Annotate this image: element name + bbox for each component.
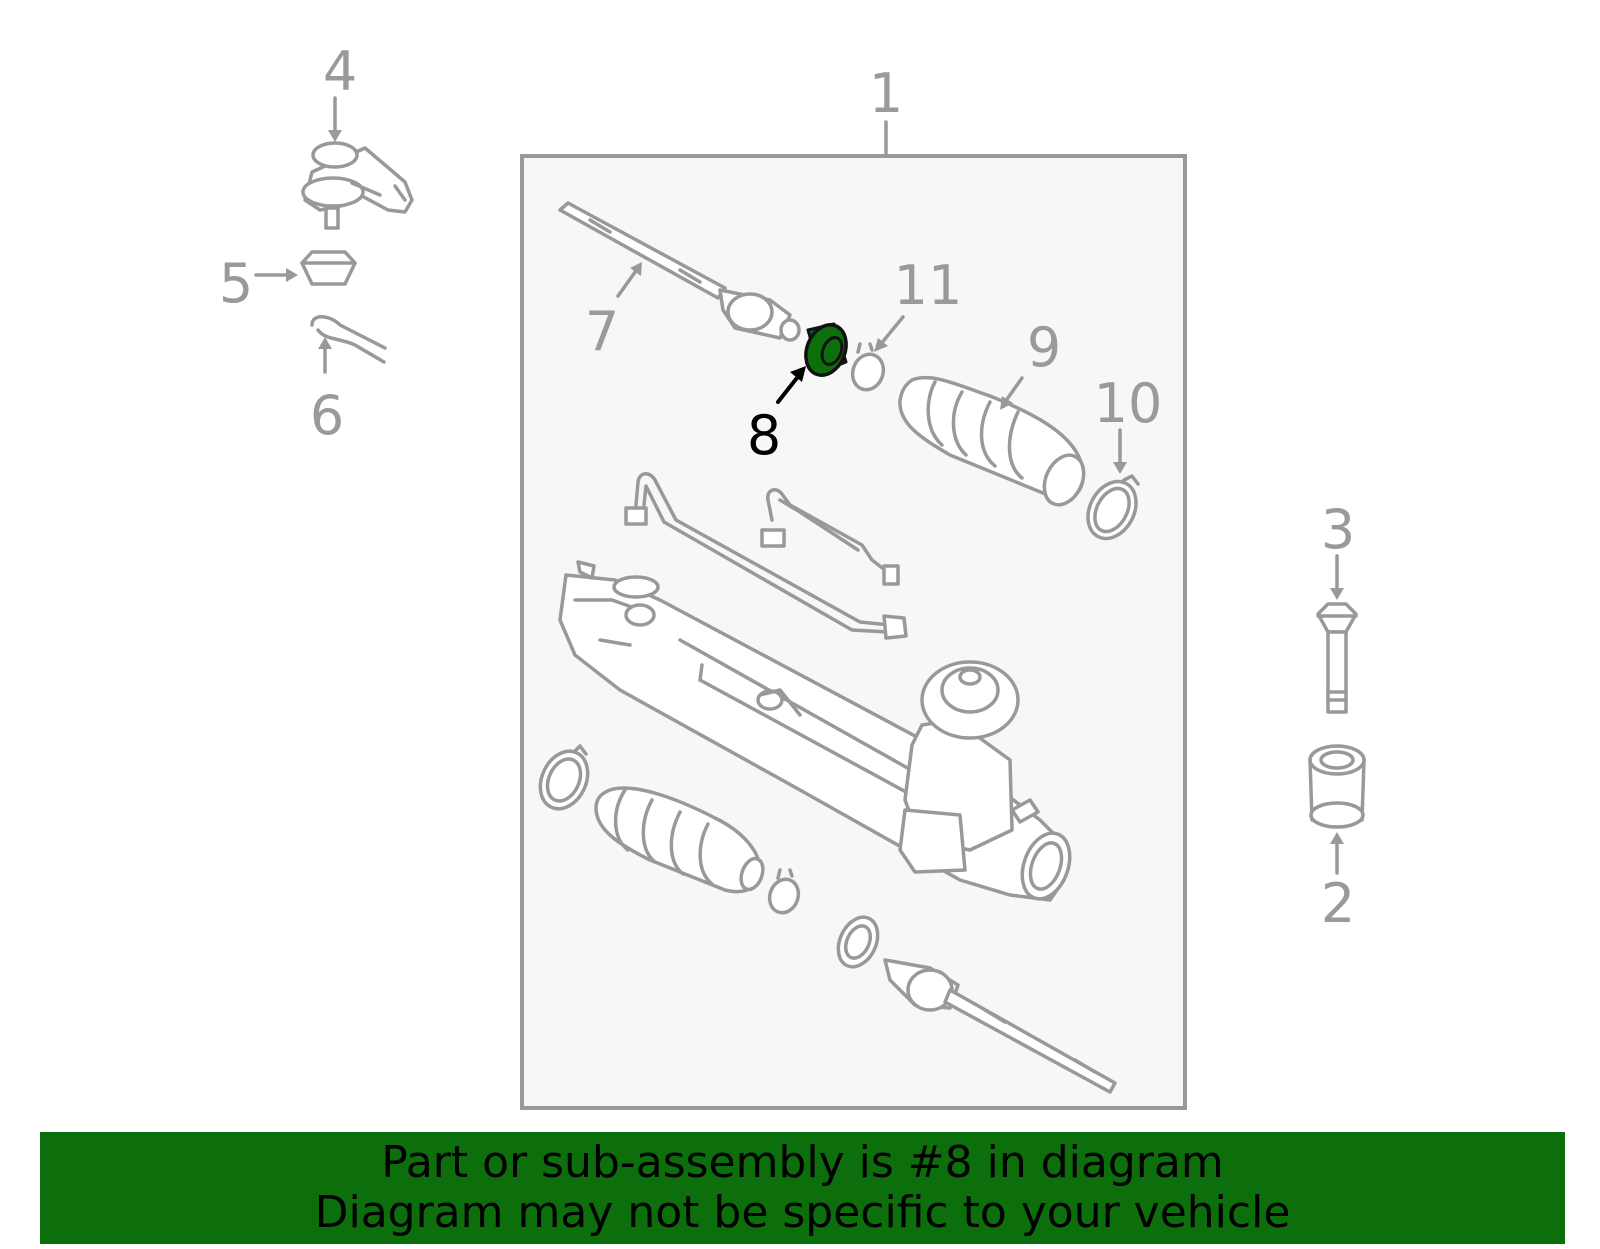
callout-9: 9 [1027,316,1061,379]
part-5-nut [254,250,357,286]
hydraulic-lines [624,472,908,640]
callout-2: 2 [1321,872,1355,935]
callout-3: 3 [1321,498,1355,561]
part-4-tie-rod-end [301,96,414,230]
callout-5: 5 [219,252,253,315]
part-2-bushing [1308,744,1366,875]
lower-inner-tie-rod [836,915,1117,1094]
part-6-cotter-pin [310,315,387,374]
callout-6: 6 [310,384,344,447]
part-3-bolt [1316,554,1358,714]
part-11-clamp [850,315,905,392]
banner-line-part: Part or sub-assembly is #8 in diagram [381,1137,1224,1188]
callout-10: 10 [1094,372,1163,435]
info-banner: Part or sub-assembly is #8 in diagram Di… [40,1132,1565,1244]
part-8-highlighted [776,322,848,404]
part-9-boot [898,375,1086,507]
callout-1: 1 [869,62,903,125]
callout-7: 7 [585,300,619,363]
callout-8: 8 [747,404,781,467]
left-boot [538,744,801,915]
part-10-clamp [1086,428,1140,541]
callout-11: 11 [894,254,963,317]
banner-line-disclaimer: Diagram may not be specific to your vehi… [314,1187,1291,1238]
callout-4: 4 [323,40,357,103]
part-7-inner-tie-rod [558,201,801,342]
rack-housing [558,560,1072,902]
